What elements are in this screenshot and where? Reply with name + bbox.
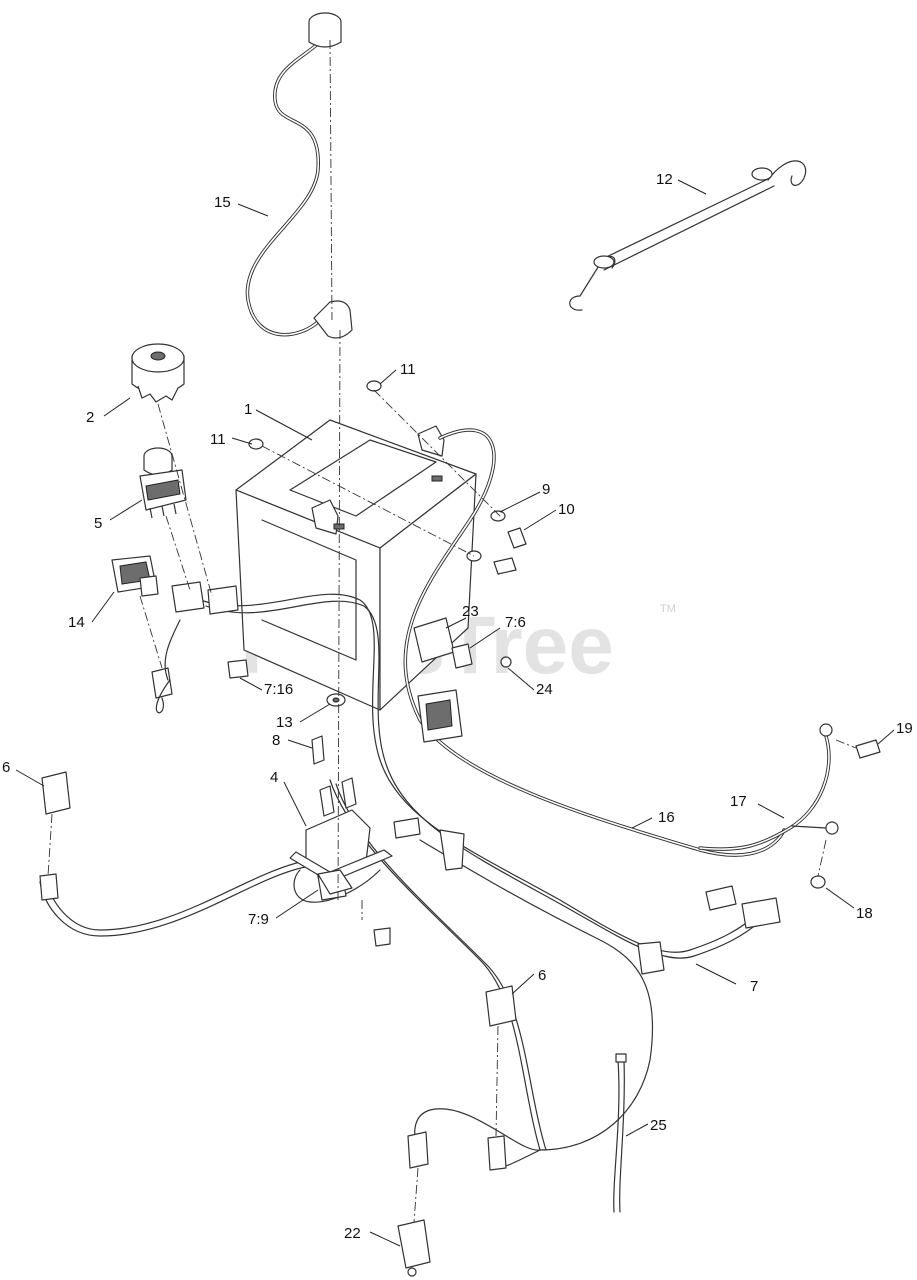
- callout-14: 14: [68, 614, 85, 631]
- callout-10: 10: [558, 501, 575, 518]
- part-18-nut: [810, 875, 826, 889]
- callout-25: 25: [650, 1117, 667, 1134]
- part-11-nut: [248, 380, 382, 450]
- callout-6-right: 6: [538, 967, 546, 984]
- callout-16: 16: [658, 809, 675, 826]
- part-10-bolt: [493, 527, 527, 575]
- callout-2: 2: [86, 409, 94, 426]
- part-16-positive-cable: [403, 428, 786, 857]
- part-4-solenoid: [289, 777, 393, 883]
- callout-1: 1: [244, 401, 252, 418]
- callout-17: 17: [730, 793, 747, 810]
- part-7-6-fuse: [451, 643, 473, 669]
- part-7-wire-harness: [39, 581, 781, 1169]
- part-14-switch: [111, 555, 173, 714]
- callout-7-9: 7:9: [248, 911, 269, 928]
- callout-7-16: 7:16: [264, 681, 293, 698]
- part-6-relay-right: [485, 985, 517, 1171]
- callout-18: 18: [856, 905, 873, 922]
- callout-19: 19: [896, 720, 913, 737]
- part-19-bolt: [855, 739, 881, 759]
- callout-13: 13: [276, 714, 293, 731]
- part-24-screw: [500, 656, 512, 668]
- part-12-hold-down-rod: [569, 160, 807, 311]
- callout-11-top: 11: [400, 361, 416, 378]
- part-5-pto-switch: [139, 447, 187, 519]
- part-2-ignition-switch: [131, 343, 185, 403]
- assembly-lines: [47, 39, 857, 1223]
- part-22-connector: [397, 1131, 431, 1277]
- part-1-battery: [235, 419, 477, 711]
- leader-lines: [15, 179, 895, 1247]
- callout-4: 4: [270, 769, 278, 786]
- callout-5: 5: [94, 515, 102, 532]
- callout-7: 7: [750, 978, 758, 995]
- callout-labels: 15 12 2 1 11 11 9 10 5 14 23 7:6 24 7:16…: [2, 171, 913, 1242]
- part-7-9-diode: [317, 869, 353, 895]
- callout-11-left: 11: [210, 431, 226, 448]
- part-17-ground-cable: [698, 723, 839, 851]
- callout-15: 15: [214, 194, 231, 211]
- part-6-relay-left: [39, 771, 71, 901]
- watermark-trademark: TM: [660, 603, 676, 615]
- callout-9: 9: [542, 481, 550, 498]
- callout-7-6: 7:6: [505, 614, 526, 631]
- part-15-battery-cable: [245, 12, 353, 339]
- callout-6-left: 6: [2, 759, 10, 776]
- callout-24: 24: [536, 681, 553, 698]
- callout-23: 23: [462, 603, 479, 620]
- part-8-bolt: [311, 735, 325, 765]
- callout-12: 12: [656, 171, 673, 188]
- callout-8: 8: [272, 732, 280, 749]
- callout-22: 22: [344, 1225, 361, 1242]
- part-25-cable-tie: [613, 1053, 627, 1213]
